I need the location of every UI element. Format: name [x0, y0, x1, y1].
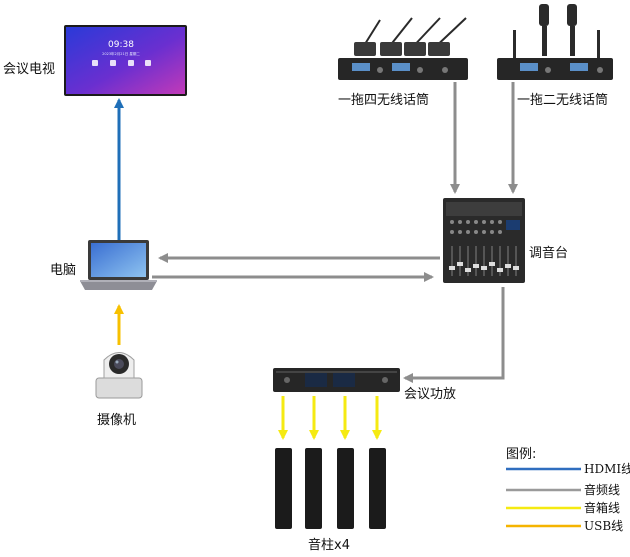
connections: [114, 82, 518, 440]
conference-tv: 09:38 2023年2月21日 星期二 会议电视: [3, 25, 187, 96]
speaker-column: [275, 448, 292, 529]
tv-app-icon: [110, 60, 116, 66]
tv-label: 会议电视: [3, 62, 55, 77]
power-amplifier: 会议功放: [273, 368, 456, 402]
legend-label-usb: USB线: [584, 519, 623, 533]
tv-app-icon: [145, 60, 151, 66]
ptz-camera: 摄像机: [95, 352, 143, 428]
legend: 图例: HDMI线 音频线 音箱线 USB线: [506, 447, 630, 533]
speaker-column: [369, 448, 386, 529]
legend-label-speaker: 音箱线: [584, 500, 620, 515]
speakers-label: 音柱x4: [308, 537, 350, 553]
laptop-label: 电脑: [50, 263, 76, 278]
camera-label: 摄像机: [97, 413, 136, 428]
tv-screen-time: 09:38: [108, 40, 134, 50]
audio-mixer: 调音台: [443, 198, 568, 283]
legend-label-hdmi: HDMI线: [584, 462, 630, 476]
mic2-receiver: 一拖二无线话筒: [497, 4, 613, 108]
mixer-label: 调音台: [529, 245, 568, 261]
speaker-column: [337, 448, 354, 529]
tv-app-icon: [92, 60, 98, 66]
mic4-receiver: 一拖四无线话筒: [338, 17, 468, 108]
mic2-label: 一拖二无线话筒: [517, 92, 608, 108]
amp-label: 会议功放: [404, 387, 456, 402]
legend-title: 图例:: [506, 447, 536, 462]
column-speakers: 音柱x4: [275, 448, 386, 553]
mic4-label: 一拖四无线话筒: [338, 92, 429, 108]
audio-line-mixer-amp: [403, 287, 505, 383]
legend-label-audio: 音频线: [584, 482, 620, 497]
speaker-column: [305, 448, 322, 529]
tv-screen-date: 2023年2月21日 星期二: [102, 51, 140, 56]
laptop: 电脑: [50, 240, 157, 290]
tv-app-icon: [128, 60, 134, 66]
